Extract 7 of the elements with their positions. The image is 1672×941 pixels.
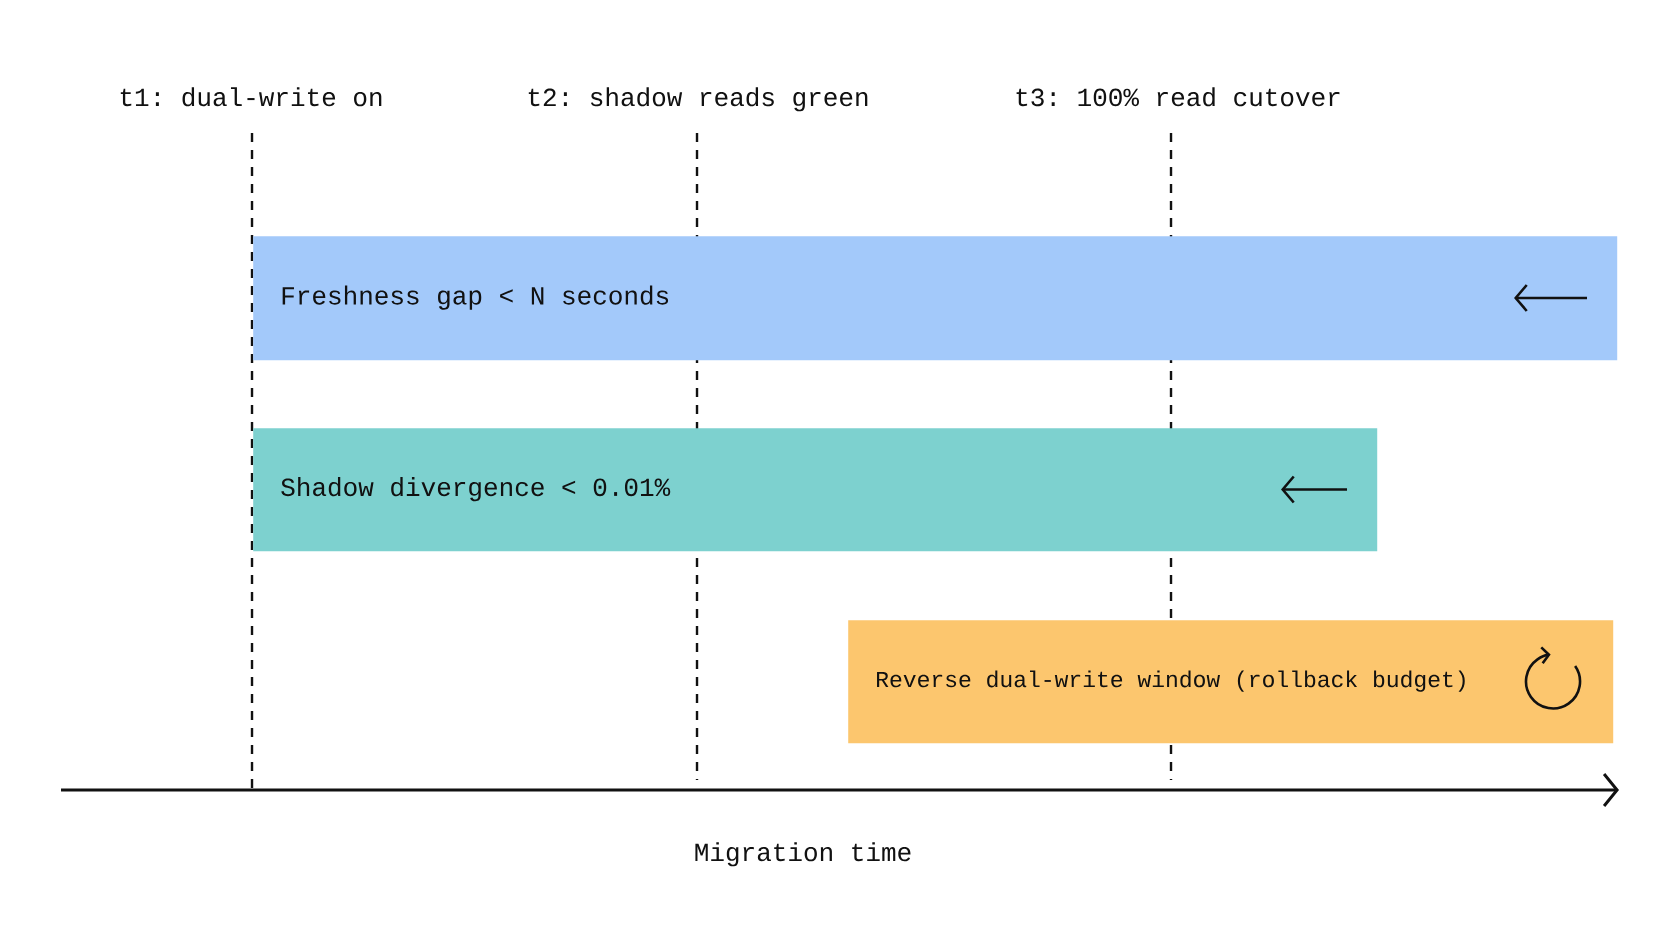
axis-label: Migration time xyxy=(695,842,911,867)
phase-bar: Reverse dual-write window (rollback budget) xyxy=(848,620,1614,744)
phase-bar: Shadow divergence < 0.01% xyxy=(253,428,1378,552)
milestone-label: t1: dual-write on xyxy=(120,87,382,107)
milestone-label: t2: shadow reads green xyxy=(528,87,868,112)
phase-bar: Freshness gap < N seconds xyxy=(253,236,1618,361)
milestone-label: t3: 100% read cutover xyxy=(1016,87,1340,107)
